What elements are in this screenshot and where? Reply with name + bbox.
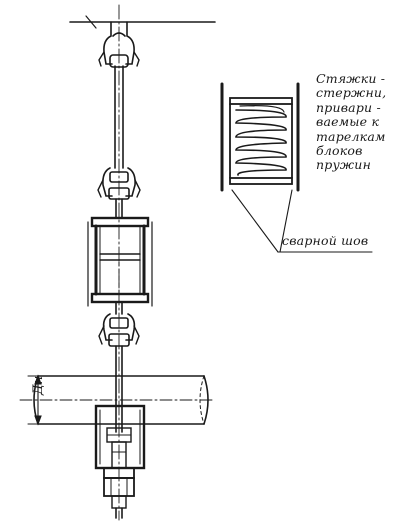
diameter-dimension (27, 374, 45, 426)
lower-shackle (98, 301, 140, 347)
pipe (19, 375, 216, 425)
spring-detail-inset (220, 82, 300, 192)
weld-leader-lines (231, 189, 373, 253)
spring-block (87, 216, 153, 307)
ceiling-line (69, 15, 216, 29)
note-line: тарелкам (316, 128, 386, 144)
diameter-label: Дн (31, 375, 46, 395)
note-line: Стяжки - (316, 71, 386, 86)
note-line: ваемые к (316, 114, 380, 130)
upper-rod (114, 65, 124, 169)
note-line: блоков (316, 143, 363, 159)
lower-rod (115, 345, 123, 433)
note-line: пружин (316, 157, 371, 173)
note-line: стержни, (316, 85, 387, 101)
note-line: привари - (316, 99, 381, 115)
top-shackle (98, 21, 140, 68)
middle-shackle (97, 167, 141, 219)
bottom-clamp (94, 404, 146, 519)
spring-tie-note: Стяжки - стержни, привари - ваемые к тар… (316, 71, 401, 173)
weld-label: сварной шов (282, 233, 369, 248)
